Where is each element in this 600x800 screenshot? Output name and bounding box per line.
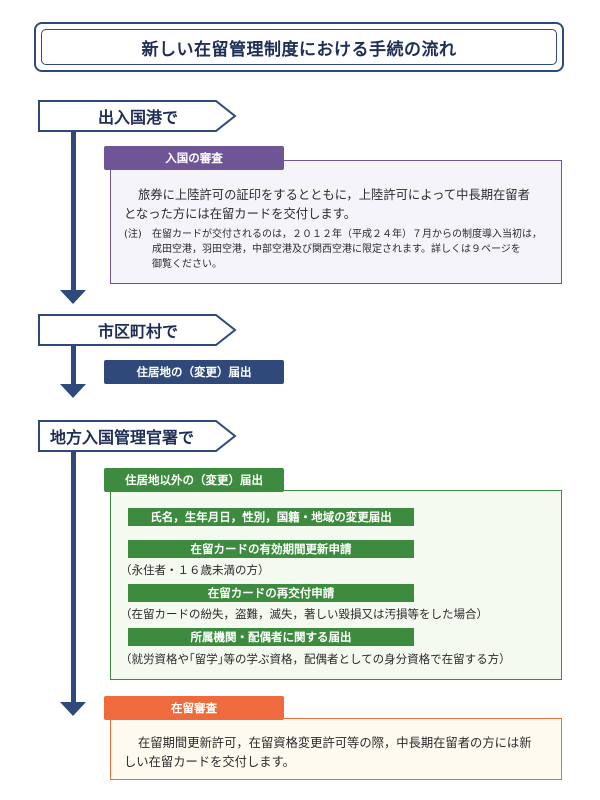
office-item-affiliation: 所属機関・配偶者に関する届出: [128, 628, 414, 646]
office-item-card-reissue: 在留カードの再交付申請: [128, 584, 414, 602]
flow-line-1: [71, 130, 76, 292]
review-box: [110, 718, 562, 780]
flow-line-2: [71, 346, 76, 386]
flow-arrow-1: [60, 290, 86, 304]
municipal-tag: 住居地の（変更）届出: [104, 360, 284, 384]
stage-municipal: 市区町村で: [38, 314, 238, 346]
review-tag: 在留審査: [104, 696, 284, 720]
port-note-line2: 成田空港，羽田空港，中部空港及び関西空港に限定されます。詳しくは９ページを: [152, 244, 521, 255]
stage-office-shape: [38, 420, 237, 452]
port-note-label: (注): [124, 229, 142, 240]
port-body-line2: となった方には在留カードを交付します。: [124, 207, 357, 221]
stage-municipal-label: 市区町村で: [98, 322, 179, 341]
page-title: 新しい在留管理制度における手続の流れ: [41, 29, 557, 65]
stage-port: 出入国港で: [38, 100, 238, 132]
stage-office: 地方入国管理官署で: [38, 420, 238, 452]
port-body-line1: 旅券に上陸許可の証印をするとともに，上陸許可によって中長期在留者: [138, 188, 530, 202]
stage-port-label: 出入国港で: [98, 108, 179, 127]
flow-arrow-2: [60, 384, 86, 398]
office-item-affiliation-note: （就労資格や｢留学｣等の学ぶ資格，配偶者としての身分資格で在留する方）: [120, 652, 511, 666]
review-body-line1: 在留期間更新許可，在留資格変更許可等の際，中長期在留者の方には新: [138, 736, 532, 750]
port-note-line1: 在留カードが交付されるのは，２０１２年（平成２４年）７月からの制度導入当初は，: [152, 229, 542, 240]
office-item-card-renewal-note: （永住者・１６歳未満の方）: [120, 563, 270, 577]
stage-office-label: 地方入国管理官署で: [50, 428, 195, 447]
port-tag: 入国の審査: [104, 146, 284, 170]
office-item-card-renewal: 在留カードの有効期間更新申請: [128, 540, 414, 558]
review-body-line2: しい在留カードを交付します。: [124, 755, 295, 769]
flow-line-3: [71, 440, 76, 704]
port-box: [110, 160, 562, 284]
office-tag: 住居地以外の（変更）届出: [104, 468, 284, 492]
stage-port-shape: [38, 100, 237, 132]
flow-arrow-3: [60, 702, 86, 716]
office-item-card-reissue-note: （在留カードの紛失，盗難，滅失，著しい毀損又は汚損等をした場合）: [120, 607, 488, 621]
office-item-name-change: 氏名，生年月日，性別，国籍・地域の変更届出: [128, 508, 414, 526]
title-frame: 新しい在留管理制度における手続の流れ: [34, 22, 564, 72]
stage-municipal-shape: [38, 314, 237, 346]
port-note-line3: 御覧ください。: [152, 259, 222, 270]
